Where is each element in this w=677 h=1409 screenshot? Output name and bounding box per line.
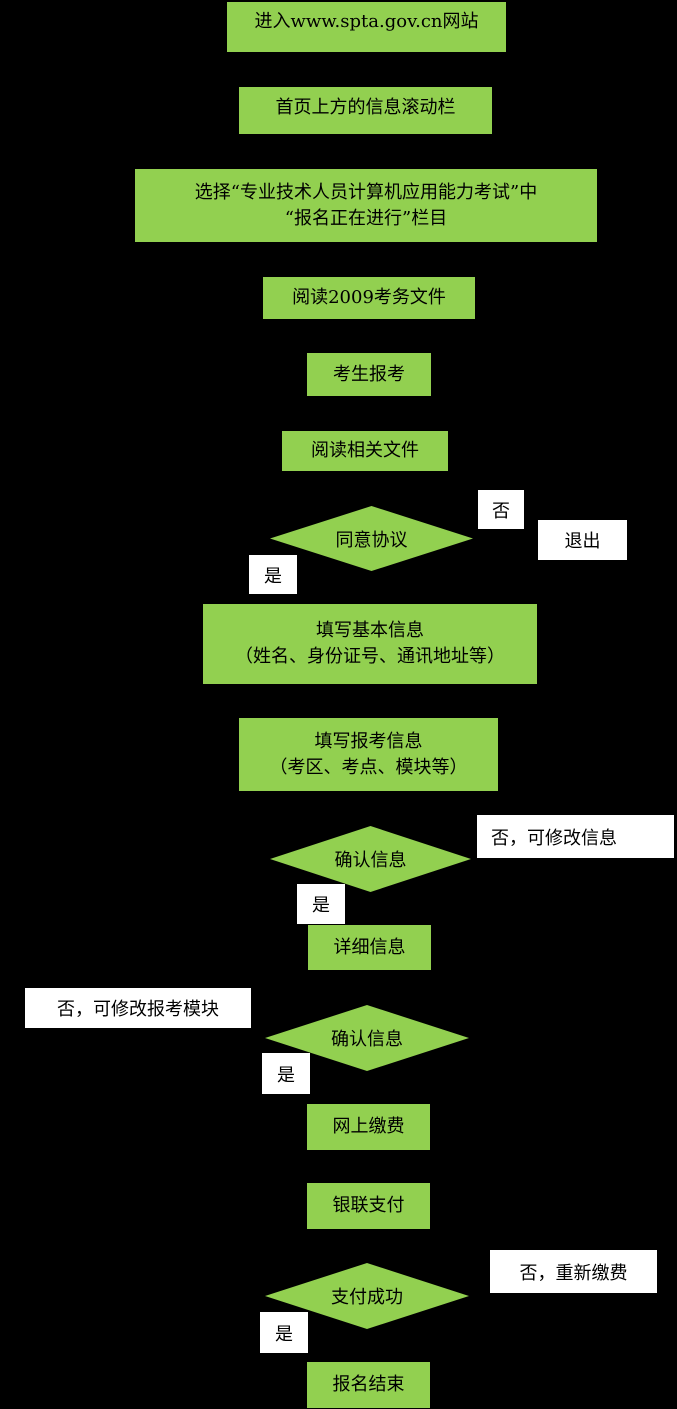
label-d4-no: 否，重新缴费 bbox=[490, 1250, 657, 1293]
step-select-column-line1: 选择“专业技术人员计算机应用能力考试”中 bbox=[194, 181, 538, 203]
step-fill-basic-info-line2: （姓名、身份证号、通讯地址等） bbox=[235, 646, 505, 667]
step-read-2009-docs: 阅读2009考务文件 bbox=[263, 277, 475, 319]
step-fill-exam-info-line2: （考区、考点、模块等） bbox=[269, 756, 468, 778]
step-select-column: 选择“专业技术人员计算机应用能力考试”中 “报名正在进行”栏目 bbox=[135, 169, 597, 242]
step-unionpay: 银联支付 bbox=[307, 1183, 430, 1229]
step-registration-end: 报名结束 bbox=[307, 1362, 430, 1408]
step-unionpay-text: 银联支付 bbox=[332, 1195, 405, 1216]
decision-confirm-info-1-text: 确认信息 bbox=[334, 850, 407, 871]
step-fill-exam-info-line1: 填写报考信息 bbox=[314, 730, 423, 752]
decision-payment-success-shape bbox=[265, 1263, 469, 1329]
step-details: 详细信息 bbox=[308, 925, 431, 970]
label-d2-yes: 是 bbox=[297, 884, 345, 924]
step-fill-basic-info-line1: 填写基本信息 bbox=[316, 620, 424, 641]
step-registration-end-text: 报名结束 bbox=[332, 1374, 405, 1395]
step-fill-basic-info: 填写基本信息 （姓名、身份证号、通讯地址等） bbox=[203, 604, 537, 684]
step-candidate-register-text: 考生报考 bbox=[333, 363, 405, 385]
label-d3-yes: 是 bbox=[262, 1053, 310, 1094]
label-d2-no: 否，可修改信息 bbox=[477, 815, 674, 858]
step-read-2009-docs-text: 阅读2009考务文件 bbox=[292, 287, 446, 308]
step-online-payment-text: 网上缴费 bbox=[332, 1116, 405, 1137]
label-d1-yes: 是 bbox=[249, 555, 297, 594]
step-details-text: 详细信息 bbox=[333, 936, 406, 958]
label-d1-no: 否 bbox=[478, 490, 524, 529]
decision-agree-agreement-shape bbox=[270, 506, 473, 571]
step-online-payment: 网上缴费 bbox=[307, 1104, 430, 1150]
decision-confirm-info-2-shape bbox=[265, 1005, 469, 1071]
step-enter-website: 进入www.spta.gov.cn网站 bbox=[227, 2, 506, 52]
decision-payment-success-text: 支付成功 bbox=[331, 1287, 403, 1308]
step-read-related-docs-text: 阅读相关文件 bbox=[311, 440, 419, 461]
step-fill-exam-info: 填写报考信息 （考区、考点、模块等） bbox=[239, 718, 498, 791]
step-read-related-docs: 阅读相关文件 bbox=[282, 431, 448, 471]
step-select-column-line2: “报名正在进行”栏目 bbox=[284, 207, 448, 229]
step-enter-website-text: 进入www.spta.gov.cn网站 bbox=[254, 11, 479, 32]
decision-agree-agreement: 同意协议 bbox=[270, 506, 473, 571]
decision-confirm-info-1-shape bbox=[270, 826, 471, 892]
label-d1-exit: 退出 bbox=[538, 520, 627, 560]
decision-payment-success: 支付成功 bbox=[265, 1263, 469, 1329]
decision-confirm-info-2: 确认信息 bbox=[265, 1005, 469, 1071]
step-candidate-register: 考生报考 bbox=[307, 353, 431, 396]
decision-confirm-info-2-text: 确认信息 bbox=[331, 1029, 403, 1050]
step-info-scroll-bar: 首页上方的信息滚动栏 bbox=[239, 87, 492, 134]
label-d3-no: 否，可修改报考模块 bbox=[25, 988, 251, 1028]
step-info-scroll-bar-text: 首页上方的信息滚动栏 bbox=[275, 97, 456, 118]
decision-agree-agreement-text: 同意协议 bbox=[335, 529, 408, 551]
label-d4-yes: 是 bbox=[260, 1312, 308, 1353]
decision-confirm-info-1: 确认信息 bbox=[270, 826, 471, 892]
